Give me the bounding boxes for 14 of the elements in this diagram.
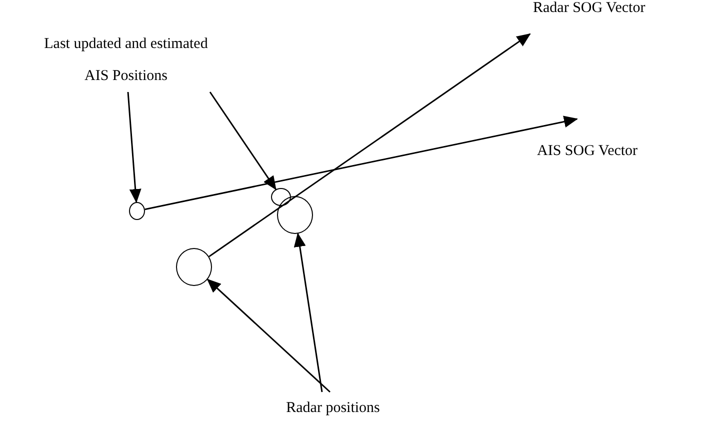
- position-circle: [176, 248, 212, 286]
- position-circle: [271, 188, 291, 206]
- vector-arrow: [208, 33, 531, 258]
- callout-text: Last updated and estimated AIS Positions: [35, 28, 217, 92]
- arrow: [206, 278, 330, 393]
- arrow: [209, 92, 276, 190]
- vector-label: AIS SOG Vector: [537, 143, 638, 160]
- vector-label: Radar SOG Vector: [533, 0, 646, 17]
- arrow: [127, 92, 142, 204]
- vector-arrow: [144, 116, 578, 210]
- position-circle: [277, 196, 313, 234]
- arrow: [294, 232, 323, 392]
- position-circle: [129, 202, 145, 220]
- callout-text: Radar positions: [258, 392, 408, 421]
